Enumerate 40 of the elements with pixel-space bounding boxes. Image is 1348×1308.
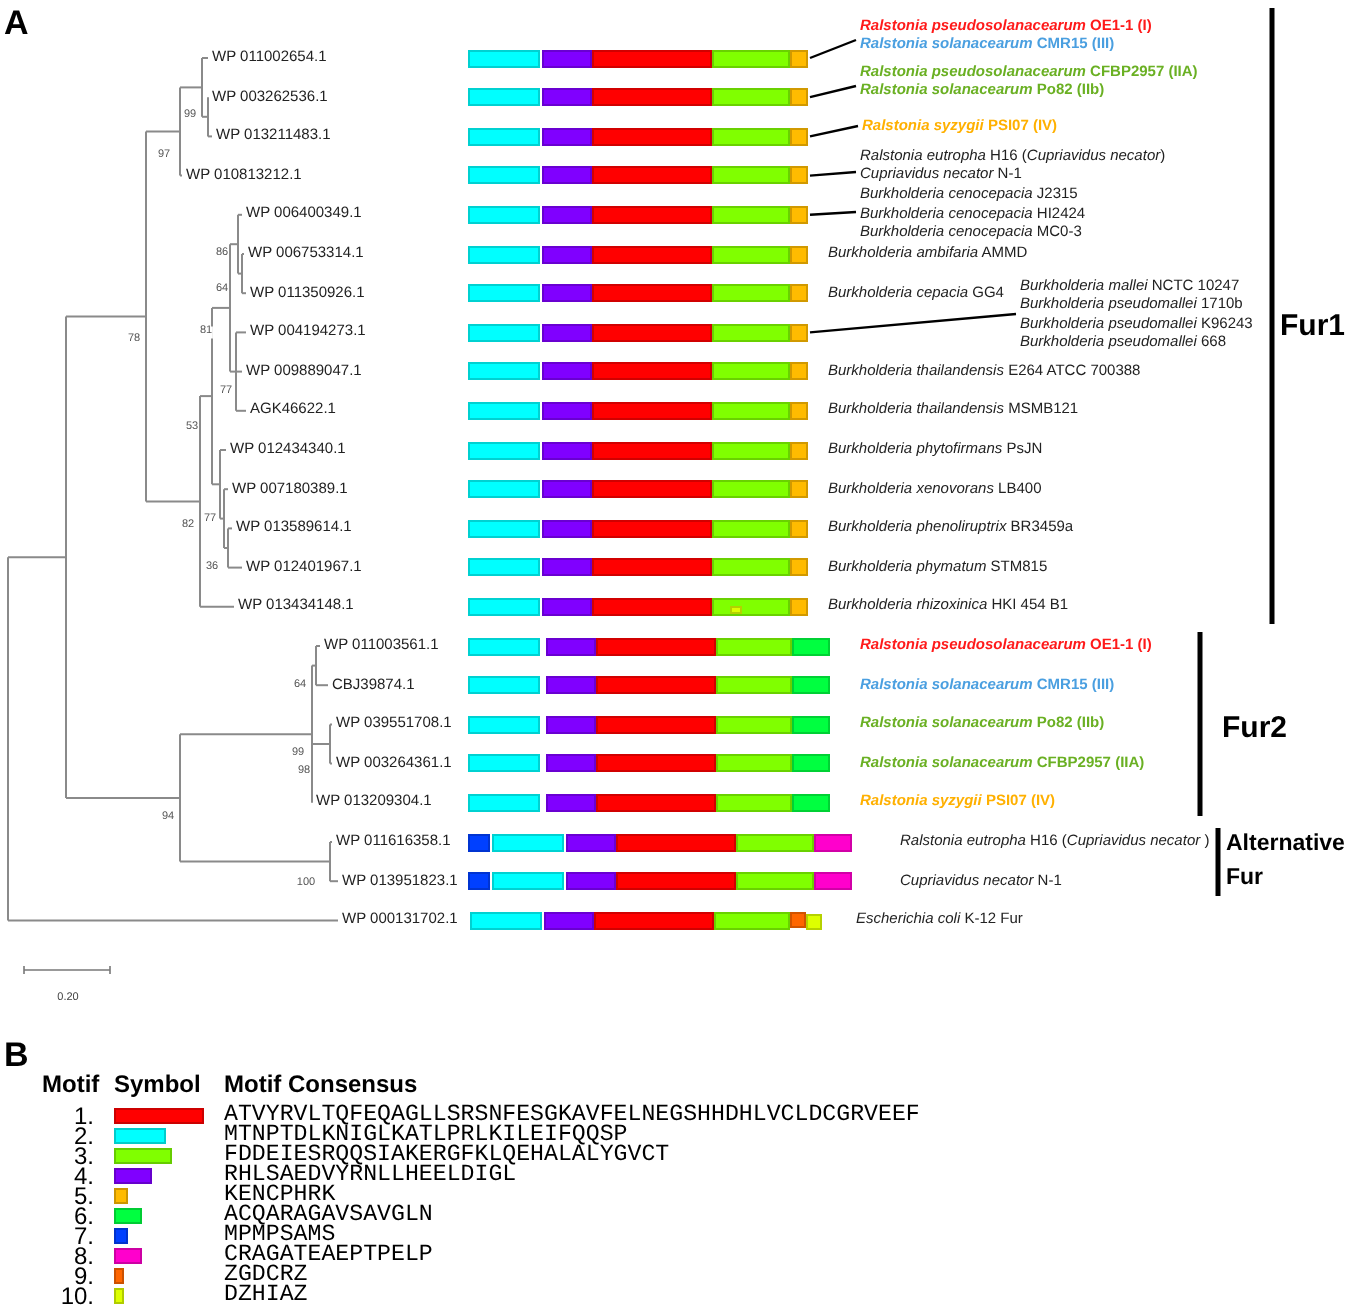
motif-architecture-bar (468, 48, 808, 68)
clade-label: Alternative Fur (1226, 830, 1347, 894)
motif-architecture-bar (468, 322, 808, 343)
clade-label: Fur1 (1280, 308, 1346, 344)
motif-sequence: FDDEIESRQQSIAKERGFKLQEHALALYGVCT (224, 1146, 670, 1166)
motif-sequence: ATVYRVLTQFEQAGLLSRSNFESGKAVFELNEGSHHDHLVCLDCGRVEEF (224, 1106, 920, 1126)
motif-number: 3. (73, 1146, 94, 1166)
motif-architecture-bar (468, 126, 808, 147)
motif-number: 9. (73, 1266, 94, 1286)
motif-number: 8. (73, 1246, 94, 1266)
leader-line (809, 170, 857, 177)
motif-sequence: MPMPSAMS (224, 1226, 336, 1246)
panel-letter: A (4, 4, 29, 44)
motif-sequence: ZGDCRZ (224, 1266, 308, 1286)
column-header: Motif (42, 1072, 100, 1100)
motif-number: 10. (60, 1286, 94, 1306)
motif-number: 6. (73, 1206, 94, 1226)
leader-line (809, 38, 857, 60)
motif-number: 5. (73, 1186, 94, 1206)
motif-number: 2. (73, 1126, 94, 1146)
leader-line (809, 210, 857, 216)
clade-label: Fur2 (1222, 710, 1288, 746)
column-header: Symbol (114, 1072, 201, 1100)
motif-sequence: DZHIAZ (224, 1286, 308, 1306)
motif-sequence: KENCPHRK (224, 1186, 336, 1206)
motif-sequence: RHLSAEDVYRNLLHEELDIGL (224, 1166, 517, 1186)
motif-number: 1. (73, 1106, 94, 1126)
leader-line (809, 312, 1017, 334)
motif-architecture-bar (468, 165, 808, 186)
motif-number: 7. (73, 1226, 94, 1246)
motif-sequence: ACQARAGAVSAVGLN (224, 1206, 433, 1226)
motif-architecture-bar (468, 204, 808, 225)
motif-architecture-bar (468, 87, 808, 108)
column-header: Motif Consensus (224, 1072, 418, 1100)
leader-line (809, 124, 859, 138)
motif-sequence: MTNPTDLKNIGLKATLPRLKILEIFQQSP (224, 1126, 628, 1146)
motif-number: 4. (73, 1166, 94, 1186)
motif-sequence: CRAGATEAEPTPELP (224, 1246, 433, 1266)
panel-letter: B (4, 1036, 29, 1076)
leader-line (809, 84, 857, 99)
